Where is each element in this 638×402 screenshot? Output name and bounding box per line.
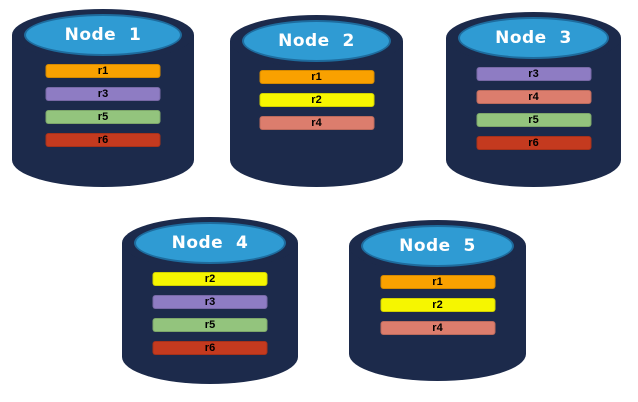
replica-bar-r3: r3: [476, 67, 591, 81]
replica-bar-r6: r6: [152, 341, 268, 355]
replica-bar-r1: r1: [380, 275, 495, 289]
replica-list: r1 r2 r4: [380, 275, 495, 335]
node-3-cylinder: Node 3 r3 r4 r5 r6: [446, 12, 621, 187]
cylinder-top-ellipse: Node 5: [349, 220, 526, 272]
node-5-cylinder: Node 5 r1 r2 r4: [349, 220, 526, 381]
replica-bar-r1: r1: [45, 64, 161, 78]
replica-bar-r4: r4: [476, 90, 591, 104]
replica-bar-r4: r4: [259, 116, 374, 130]
node-2-cylinder: Node 2 r1 r2 r4: [230, 15, 403, 187]
replica-list: r2 r3 r5 r6: [152, 272, 268, 355]
replica-bar-r2: r2: [259, 93, 374, 107]
node-label: Node 1: [24, 14, 182, 56]
cylinder-top-ellipse: Node 3: [446, 12, 621, 64]
node-label: Node 4: [134, 222, 286, 264]
replica-bar-r4: r4: [380, 321, 495, 335]
node-1-cylinder: Node 1 r1 r3 r5 r6: [12, 9, 194, 187]
replica-bar-r5: r5: [45, 110, 161, 124]
replica-list: r1 r2 r4: [259, 70, 374, 130]
cylinder-top-ellipse: Node 1: [12, 9, 194, 61]
replica-bar-r6: r6: [476, 136, 591, 150]
replica-bar-r3: r3: [45, 87, 161, 101]
replica-list: r1 r3 r5 r6: [45, 64, 161, 147]
node-4-cylinder: Node 4 r2 r3 r5 r6: [122, 217, 298, 384]
replica-list: r3 r4 r5 r6: [476, 67, 591, 150]
node-label: Node 3: [458, 17, 609, 59]
replica-bar-r1: r1: [259, 70, 374, 84]
replica-bar-r6: r6: [45, 133, 161, 147]
node-label: Node 5: [361, 225, 514, 267]
node-label: Node 2: [242, 20, 391, 62]
cylinder-top-ellipse: Node 4: [122, 217, 298, 269]
cylinder-top-ellipse: Node 2: [230, 15, 403, 67]
replica-bar-r2: r2: [152, 272, 268, 286]
replica-bar-r5: r5: [476, 113, 591, 127]
replica-bar-r3: r3: [152, 295, 268, 309]
replica-bar-r2: r2: [380, 298, 495, 312]
replica-bar-r5: r5: [152, 318, 268, 332]
